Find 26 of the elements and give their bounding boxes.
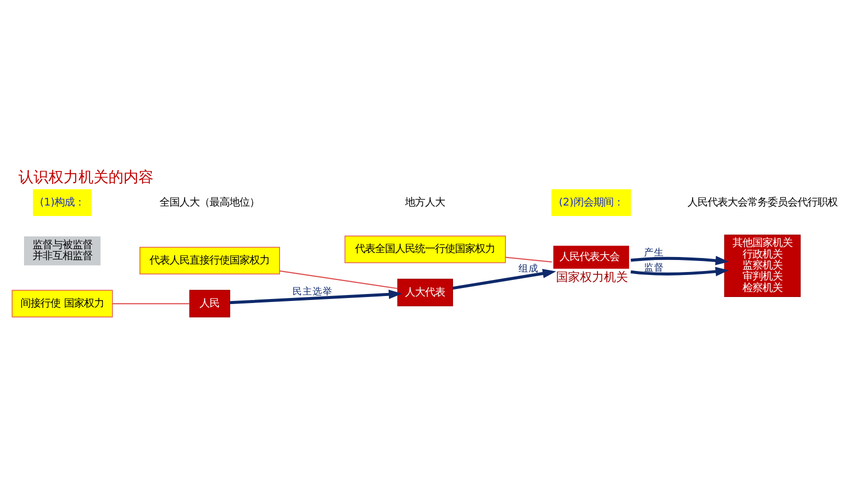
- edge-label: 民主选举: [292, 286, 332, 298]
- label: 全国人大（最高地位）: [160, 196, 260, 208]
- label: 人民代表大会常务委员会代行职权: [687, 196, 838, 208]
- node-box: 人民代表大会: [553, 246, 630, 269]
- node-box: 监督与被监督 并非互相监督: [24, 236, 101, 266]
- connector: [112, 303, 190, 304]
- node-box: 代表全国人民统一行使国家权力: [344, 236, 506, 264]
- node-box: 代表人民直接行使国家权力: [140, 246, 280, 274]
- node-box: 间接行使 国家权力: [12, 290, 113, 318]
- arrow: [452, 268, 556, 290]
- edge-label: 组成: [518, 263, 538, 274]
- diagram-title: 认识权力机关的内容: [18, 168, 154, 186]
- arrow: [630, 256, 729, 266]
- label: (1)构成：: [40, 196, 85, 208]
- label: 地方人大: [405, 196, 446, 208]
- edge-label: 监督: [644, 262, 664, 274]
- connector: [280, 270, 398, 290]
- edge-label: 产生: [644, 248, 664, 259]
- arrow: [230, 290, 402, 304]
- label: (2)闭会期间：: [558, 196, 624, 208]
- connector: [505, 256, 552, 262]
- node-box: 其他国家机关 行政机关 监察机关 审判机关 检察机关: [724, 234, 801, 297]
- node-box: 人民: [189, 290, 230, 318]
- node-label: 国家权力机关: [556, 270, 628, 284]
- arrow: [630, 266, 729, 276]
- node-box: 人大代表: [397, 278, 454, 306]
